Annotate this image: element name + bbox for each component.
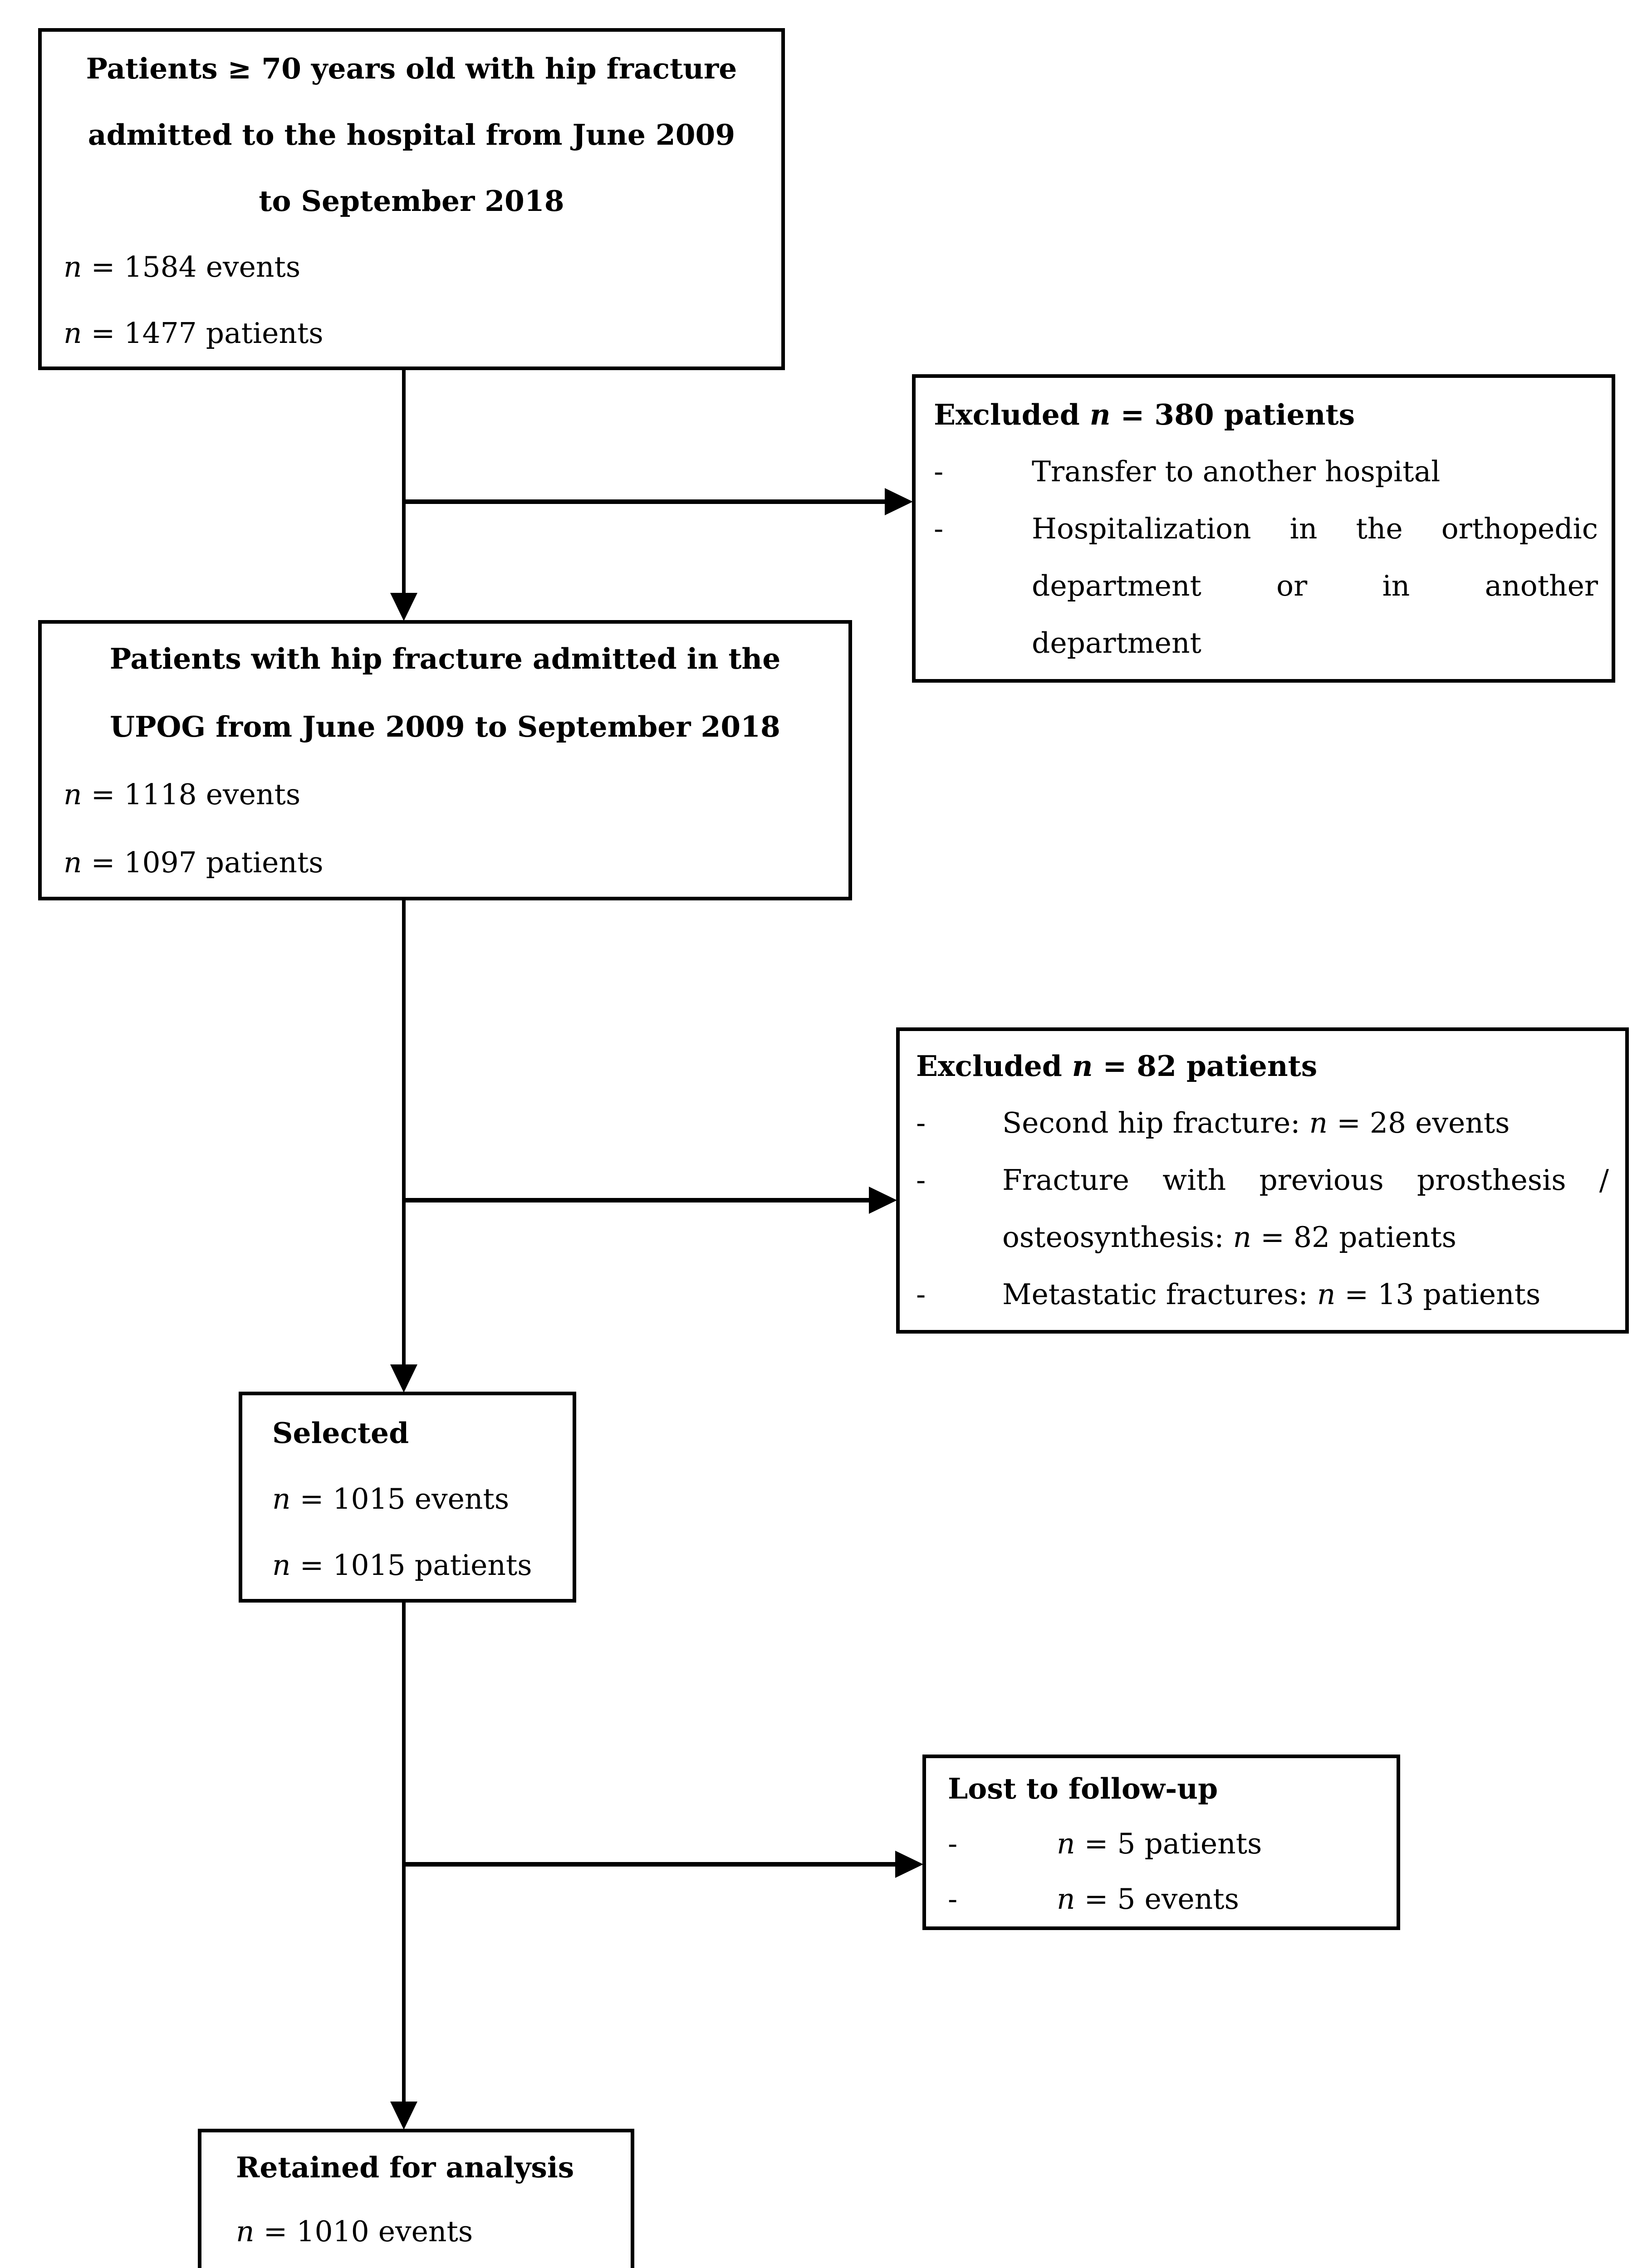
box-initial-population: Patients ≥ 70 years old with hip fractur…	[38, 28, 785, 370]
box-title: Lost to follow-up	[948, 1772, 1218, 1805]
box-retained-analysis: Retained for analysis n = 1010 events n …	[198, 2129, 634, 2268]
bullet-dash: -	[916, 1163, 926, 1197]
stat-patients: n = 1477 patients	[64, 317, 324, 350]
arrowhead-right-icon	[885, 488, 913, 515]
arrowhead-right-icon	[869, 1187, 897, 1214]
stat-events: n = 1118 events	[64, 778, 301, 811]
connector-branch-excluded-secondary	[402, 1198, 869, 1202]
stat-patients: n = 1097 patients	[64, 846, 324, 879]
list-item: - Second hip fracture: n = 28 events	[916, 1095, 1609, 1152]
bullet-dash: -	[916, 1106, 926, 1139]
box-title: Selected	[272, 1416, 409, 1450]
box-excluded-secondary: Excluded n = 82 patients - Second hip fr…	[896, 1027, 1629, 1334]
stat-events: n = 1584 events	[64, 250, 301, 284]
list-item: - Hospitalization in the orthopedic depa…	[934, 500, 1598, 672]
box-excluded-transfer: Excluded n = 380 patients - Transfer to …	[912, 374, 1615, 683]
box-selected: Selected n = 1015 events n = 1015 patien…	[239, 1392, 576, 1603]
box-title-line: UPOG from June 2009 to September 2018	[110, 710, 780, 743]
list-item: - n = 5 patients	[948, 1816, 1387, 1872]
list-item: - Metastatic fractures: n = 13 patients	[916, 1266, 1609, 1323]
stat-events: n = 1015 events	[272, 1482, 510, 1515]
box-upog-admitted: Patients with hip fracture admitted in t…	[38, 620, 852, 900]
list-item: - Fracture with previous prosthesis / os…	[916, 1152, 1609, 1266]
stat-patients: n = 1015 patients	[272, 1549, 532, 1582]
stat-patients: n = 1010 patients	[236, 2264, 622, 2268]
connector-selected-to-retained	[402, 1603, 406, 2102]
connector-branch-excluded-transfer	[402, 499, 885, 504]
stat-events: n = 1010 events	[236, 2215, 473, 2248]
box-title-line: Patients with hip fracture admitted in t…	[109, 642, 781, 675]
bullet-dash: -	[948, 1827, 958, 1860]
bullet-dash: -	[934, 512, 944, 545]
box-title: Excluded n = 380 patients	[934, 398, 1355, 431]
bullet-dash: -	[948, 1882, 958, 1916]
box-lost-followup: Lost to follow-up - n = 5 patients - n =…	[922, 1755, 1400, 1930]
box-title-line: admitted to the hospital from June 2009	[88, 118, 735, 152]
list-item: - n = 5 events	[948, 1872, 1387, 1927]
arrowhead-right-icon	[895, 1851, 923, 1878]
box-title-line: to September 2018	[259, 184, 564, 218]
arrowhead-down-icon	[390, 593, 417, 621]
bullet-dash: -	[934, 455, 944, 488]
bullet-dash: -	[916, 1278, 926, 1311]
connector-upog-to-selected	[402, 900, 406, 1364]
arrowhead-down-icon	[390, 2102, 417, 2130]
connector-branch-lost-followup	[402, 1862, 895, 1867]
box-title-line: Patients ≥ 70 years old with hip fractur…	[86, 52, 737, 85]
arrowhead-down-icon	[390, 1364, 417, 1393]
connector-initial-to-upog	[402, 370, 406, 593]
box-title: Excluded n = 82 patients	[916, 1049, 1318, 1083]
list-item: - Transfer to another hospital	[934, 443, 1598, 500]
box-title: Retained for analysis	[236, 2151, 574, 2184]
